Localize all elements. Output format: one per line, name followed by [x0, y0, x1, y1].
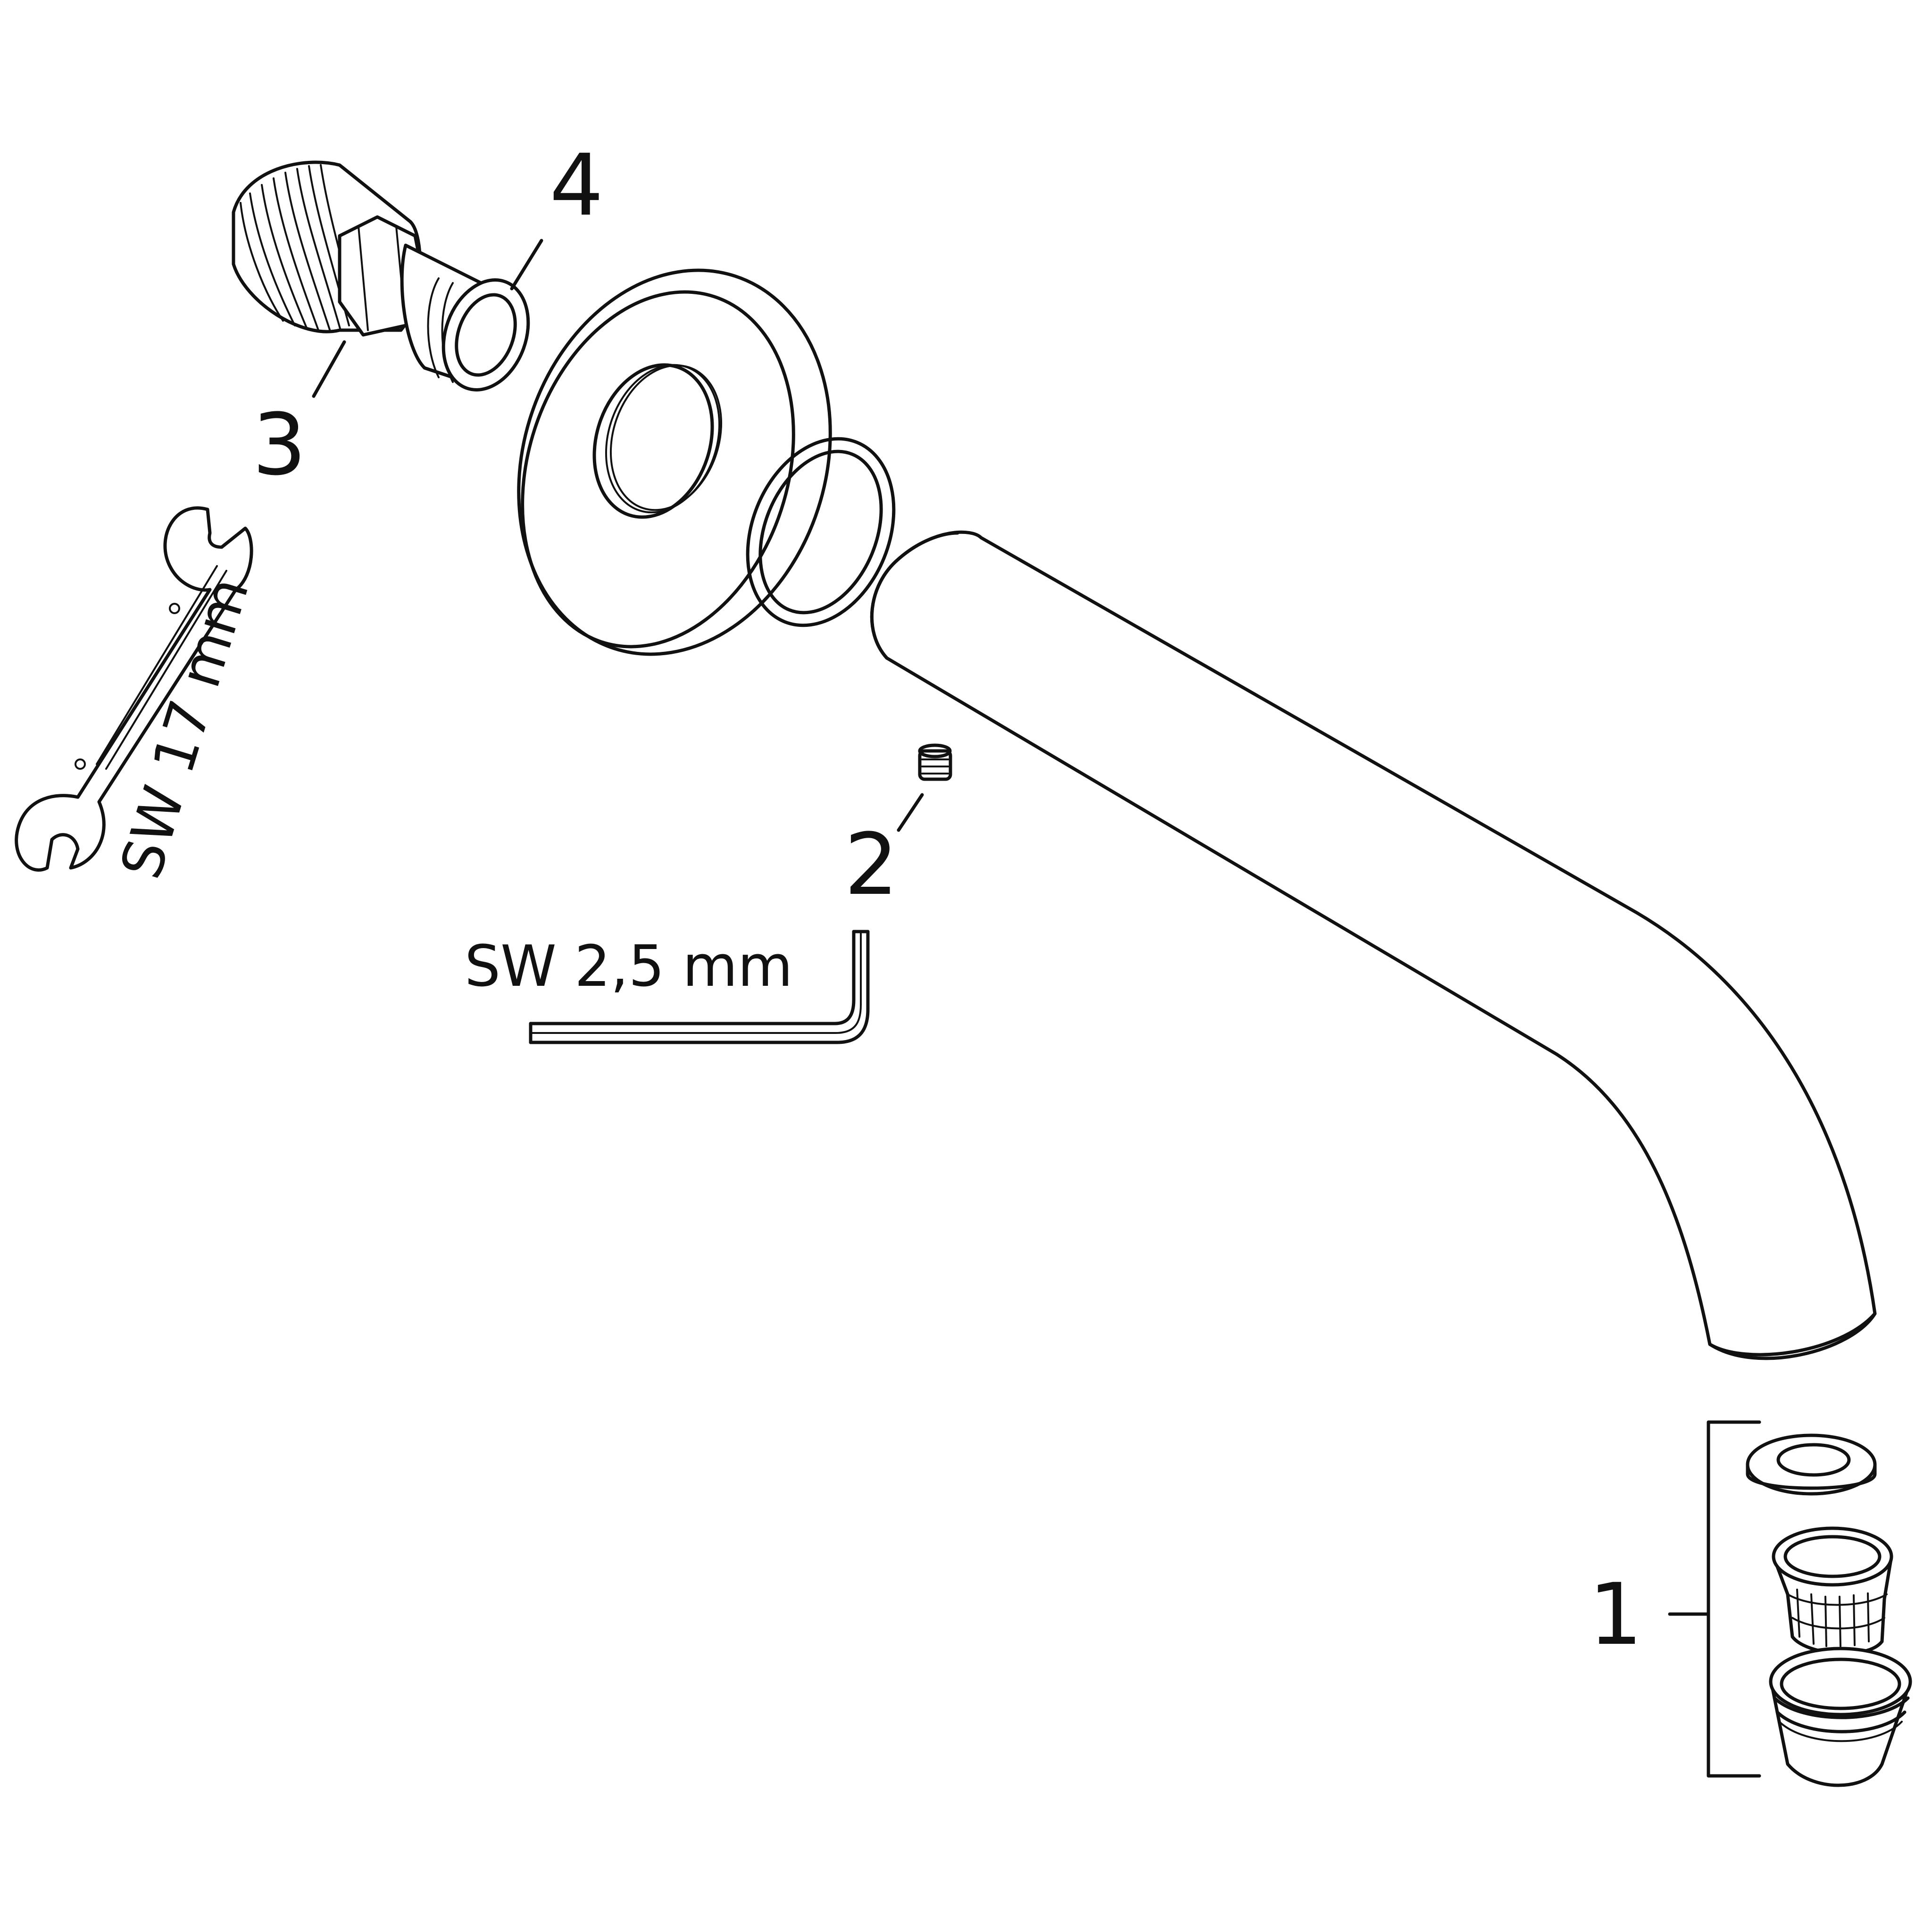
- spout: [870, 530, 1877, 1360]
- leader-lines: [312, 239, 924, 832]
- o-ring: [746, 437, 896, 627]
- aerator-set: [1746, 1433, 1912, 1787]
- callout-1: 1: [1589, 1566, 1643, 1664]
- wall-rosette: [517, 268, 832, 656]
- callout-4: 4: [550, 136, 604, 235]
- hex-key-icon: [529, 930, 870, 1044]
- threaded-connector: [232, 160, 530, 391]
- thread-lines: [240, 164, 357, 332]
- wrench-icon: [15, 506, 253, 872]
- hex-key-size-label: SW 2,5 mm: [465, 934, 793, 999]
- grub-screw: [918, 743, 952, 781]
- callout-2: 2: [844, 816, 899, 914]
- callout-3: 3: [252, 396, 307, 494]
- aerator-ribs: [1796, 1589, 1870, 1647]
- part-1-bracket: [1668, 1420, 1761, 1778]
